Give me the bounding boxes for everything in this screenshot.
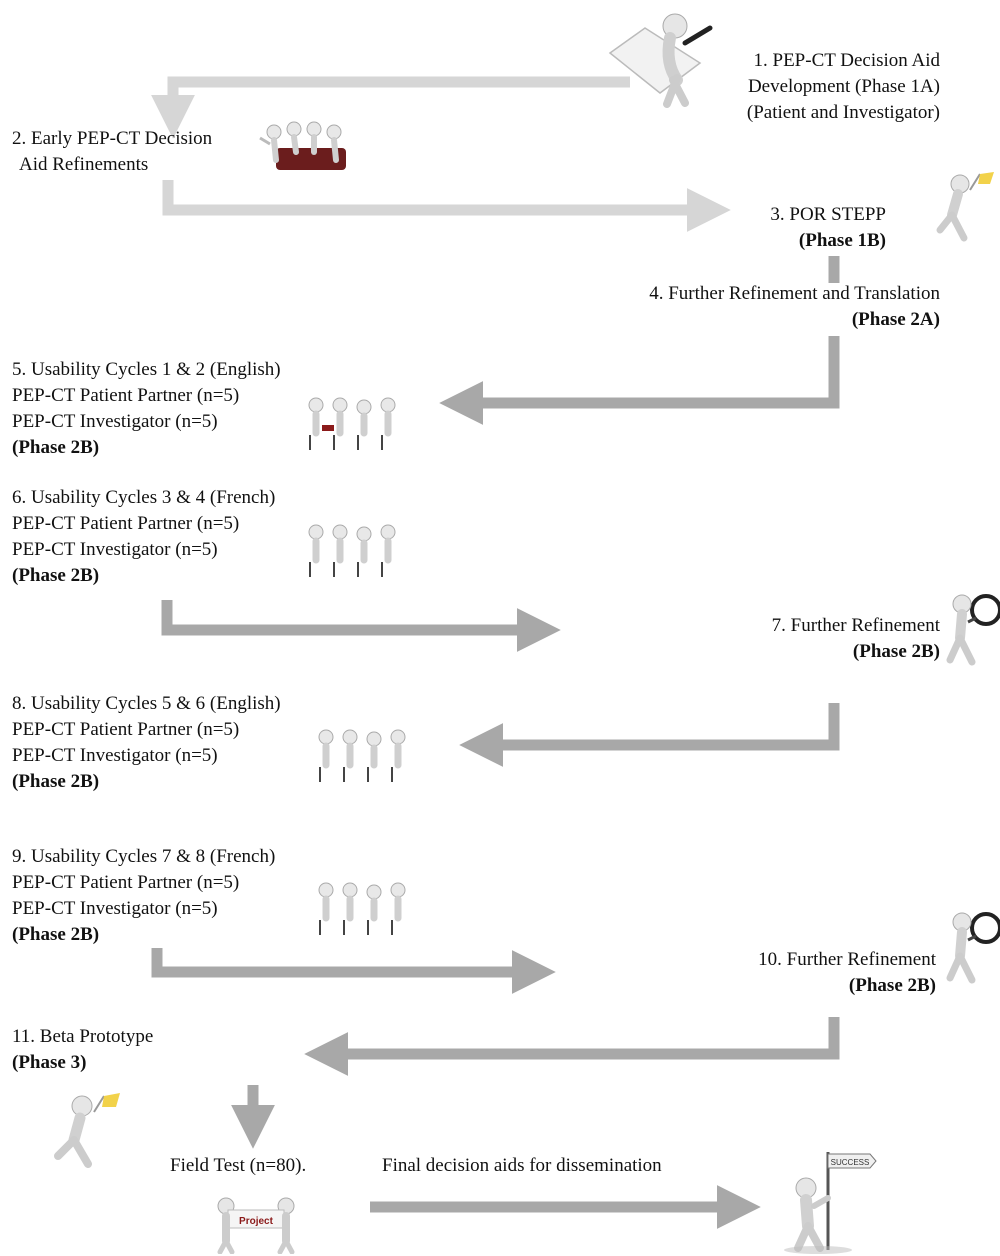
magnifier-figure-icon-step-7: [946, 594, 1000, 666]
step-11-phase: (Phase 3): [12, 1052, 87, 1073]
success-signpost-icon: SUCCESS: [784, 1152, 877, 1254]
step-2-line-1: 2. Early PEP-CT Decision: [12, 128, 213, 149]
group-of-four-icon-step-8: [318, 729, 406, 782]
group-of-four-icon-step-6: [308, 524, 396, 577]
step-2-line-2: Aid Refinements: [19, 154, 149, 175]
field-test-label: Field Test (n=80).: [170, 1155, 307, 1176]
step-10-phase: (Phase 2B): [848, 975, 936, 996]
step-9-phase: (Phase 2B): [12, 924, 100, 945]
running-with-flag-icon: [936, 172, 994, 242]
step-11-line-1: 11. Beta Prototype: [12, 1026, 154, 1047]
project-sign-figures-icon: Project: [217, 1197, 295, 1254]
meeting-group-icon: [259, 121, 346, 170]
step-5-label: 5. Usability Cycles 1 & 2 (English) PEP-…: [12, 357, 281, 461]
project-sign-text: Project: [239, 1216, 274, 1227]
arrow-4-to-5: [439, 336, 840, 425]
step-8-line-2: PEP-CT Patient Partner (n=5): [12, 719, 240, 740]
step-7-line-1: 7. Further Refinement: [771, 615, 940, 636]
step-5-line-1: 5. Usability Cycles 1 & 2 (English): [12, 359, 281, 380]
arrow-10-to-11: [304, 1017, 840, 1076]
step-3-phase: (Phase 1B): [798, 230, 886, 251]
step-8-line-3: PEP-CT Investigator (n=5): [12, 745, 218, 766]
step-2-label: 2. Early PEP-CT Decision Aid Refinements: [12, 126, 212, 178]
step-8-label: 8. Usability Cycles 5 & 6 (English) PEP-…: [12, 691, 281, 795]
step-6-label: 6. Usability Cycles 3 & 4 (French) PEP-C…: [12, 485, 275, 589]
step-9-line-3: PEP-CT Investigator (n=5): [12, 898, 218, 919]
step-6-line-2: PEP-CT Patient Partner (n=5): [12, 513, 240, 534]
arrow-7-to-8: [459, 703, 840, 767]
step-11-label: 11. Beta Prototype (Phase 3): [12, 1024, 153, 1076]
group-of-four-icon-step-9: [318, 882, 406, 935]
final-aids-label: Final decision aids for dissemination: [382, 1155, 662, 1176]
step-6-phase: (Phase 2B): [12, 565, 100, 586]
stick-figure-writing-icon: [608, 13, 713, 108]
running-with-flag-icon-step-11: [54, 1093, 120, 1168]
step-3-label: 3. POR STEPP (Phase 1B): [770, 202, 886, 254]
step-6-line-3: PEP-CT Investigator (n=5): [12, 539, 218, 560]
step-5-phase: (Phase 2B): [12, 437, 100, 458]
step-4-line-1: 4. Further Refinement and Translation: [649, 283, 940, 304]
step-8-line-1: 8. Usability Cycles 5 & 6 (English): [12, 693, 281, 714]
step-10-label: 10. Further Refinement (Phase 2B): [758, 947, 936, 999]
arrow-2-to-3: [162, 180, 731, 232]
step-5-line-3: PEP-CT Investigator (n=5): [12, 411, 218, 432]
arrow-1-to-2: [151, 76, 630, 139]
step-1-label: 1. PEP-CT Decision Aid Development (Phas…: [747, 48, 940, 126]
success-sign-text: SUCCESS: [831, 1158, 870, 1167]
arrow-6-to-7: [161, 600, 561, 652]
step-1-line-3: (Patient and Investigator): [746, 102, 940, 123]
step-6-line-1: 6. Usability Cycles 3 & 4 (French): [12, 487, 276, 508]
step-1-line-1: 1. PEP-CT Decision Aid: [753, 50, 941, 71]
step-1-line-2: Development (Phase 1A): [747, 76, 940, 97]
group-of-four-icon-step-5: [308, 397, 396, 450]
step-4-label: 4. Further Refinement and Translation (P…: [649, 281, 940, 333]
step-7-label: 7. Further Refinement (Phase 2B): [772, 613, 940, 665]
arrow-9-to-10: [151, 948, 556, 994]
step-4-phase: (Phase 2A): [851, 309, 940, 330]
step-9-line-1: 9. Usability Cycles 7 & 8 (French): [12, 846, 276, 867]
step-3-line-1: 3. POR STEPP: [770, 204, 886, 225]
step-9-label: 9. Usability Cycles 7 & 8 (French) PEP-C…: [12, 844, 275, 948]
step-10-line-1: 10. Further Refinement: [758, 949, 936, 970]
step-9-line-2: PEP-CT Patient Partner (n=5): [12, 872, 240, 893]
step-8-phase: (Phase 2B): [12, 771, 100, 792]
magnifier-figure-icon-step-10: [946, 912, 1000, 984]
step-5-line-2: PEP-CT Patient Partner (n=5): [12, 385, 240, 406]
step-7-phase: (Phase 2B): [852, 641, 940, 662]
